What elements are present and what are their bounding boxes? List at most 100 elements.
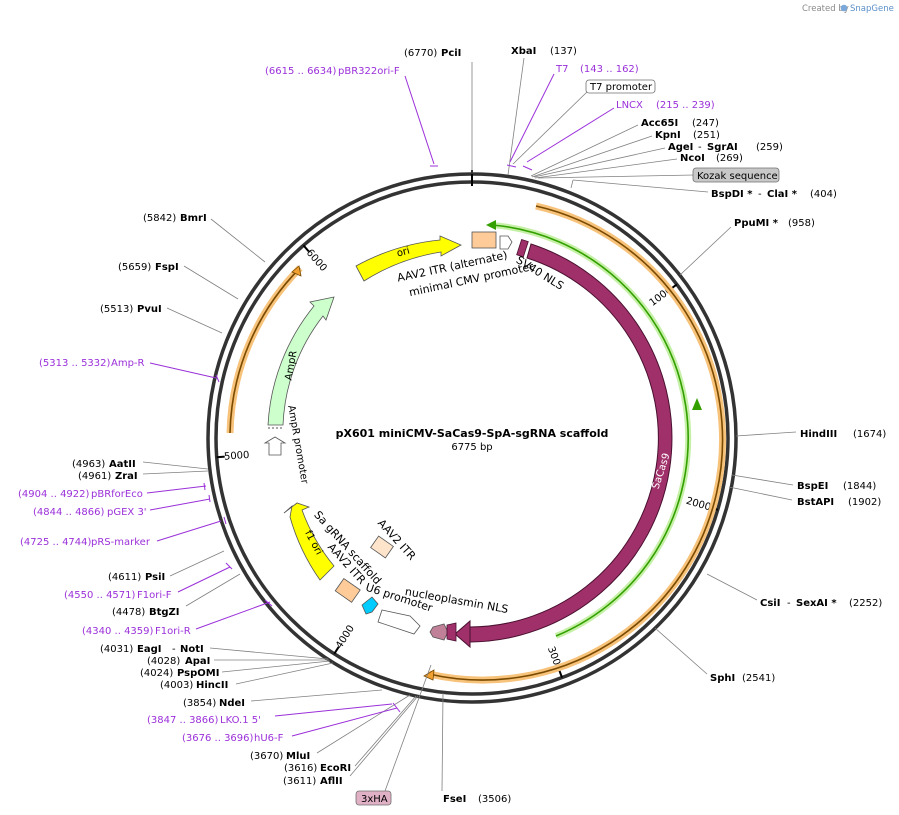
leader-line <box>156 520 222 542</box>
u6-feature <box>361 596 379 615</box>
site-bspdi-clai: BspDI * - ClaI * (404) <box>570 179 837 200</box>
leader-line <box>221 660 331 673</box>
primer-mark <box>522 165 533 171</box>
site-position: (2541) <box>742 673 775 684</box>
green-arc-start-arrow-icon <box>486 220 496 230</box>
site-apai: (4028) ApaI <box>147 656 329 667</box>
leader-line <box>235 662 334 685</box>
leader-line <box>169 550 225 577</box>
site-separator: - <box>698 142 702 153</box>
leader-line <box>654 627 708 675</box>
site-bmri: (5842) BmrI <box>143 213 266 263</box>
primer-amp-r: (5313 .. 5332) Amp-R <box>39 358 220 383</box>
box-label: Kozak sequence <box>697 171 778 182</box>
site-name: PpuMI * <box>734 218 779 229</box>
sacas9-arrow-icon <box>454 619 471 649</box>
leader-line <box>572 179 709 193</box>
tick-label-5000: 5000 <box>224 450 250 463</box>
box-frame <box>692 167 780 183</box>
site-name: KpnI <box>655 130 681 141</box>
sv40-nls-feature <box>516 238 529 258</box>
leader-line <box>509 73 555 163</box>
leader-line <box>531 135 653 178</box>
primer-mark <box>264 599 273 607</box>
site-position: (4611) <box>108 572 141 583</box>
leader-line <box>534 158 678 179</box>
primer-position: (3676 .. 3696) <box>182 733 254 744</box>
site-position: (958) <box>788 218 815 229</box>
credit-created-by: Created by <box>802 4 849 14</box>
primer-name: T7 <box>555 64 568 75</box>
plasmid-title: pX601 miniCMV-SaCas9-SpA-sgRNA scaffold <box>336 427 609 440</box>
site-sphi: SphI (2541) <box>654 627 775 684</box>
leader-line <box>185 573 241 607</box>
site-name: EcoRI <box>320 763 351 774</box>
site-position: (251) <box>693 130 720 141</box>
site-name-2: ClaI * <box>767 189 798 200</box>
leader-line <box>250 689 383 702</box>
primer-name: hU6-F <box>254 733 284 744</box>
site-position: (4028) <box>147 656 180 667</box>
leader-line <box>316 694 411 754</box>
leader-line <box>142 461 209 470</box>
site-xbai: XbaI (137) <box>507 46 577 176</box>
primer-pbrforeco: (4904 .. 4922) pBRforEco <box>18 482 207 500</box>
primer-mark <box>506 164 517 168</box>
primer-position: (5313 .. 5332) <box>39 358 111 369</box>
leader-line <box>404 75 435 165</box>
leader-line <box>384 664 432 792</box>
leader-line <box>507 57 525 176</box>
site-name: CsiI <box>760 598 780 609</box>
primer-position: (3847 .. 3866) <box>147 715 219 726</box>
feature-label-ampr: AmpR <box>284 350 300 381</box>
primer-name: pBRforEco <box>91 489 143 500</box>
tick-label-6000: 6000 <box>304 248 329 274</box>
orange-arc-left-arrow-icon <box>291 265 302 277</box>
leader-line <box>146 485 207 494</box>
primer-name: LKO.1 5' <box>220 715 261 726</box>
site-name: BspEI <box>797 481 828 492</box>
site-position: (4963) <box>72 459 105 470</box>
site-pvui: (5513) PvuI <box>100 304 223 334</box>
leader-line <box>274 703 393 717</box>
site-name-2: NotI <box>180 644 204 655</box>
site-pcii: (6770) PciI <box>404 48 473 174</box>
site-name: HindIII <box>800 429 837 440</box>
site-csii-sexai: CsiI - (2252) SexAI * (2252) <box>706 573 882 609</box>
box-label: 3xHA <box>361 794 388 805</box>
site-position: (5659) <box>118 262 151 273</box>
minimal-cmv-promoter-feature <box>499 235 513 250</box>
primer-prs-marker: (4725 .. 4744) pRS-marker <box>20 516 227 548</box>
leader-line <box>526 107 615 163</box>
primer-f1ori-f: (4550 .. 4571) F1ori-F <box>64 562 233 601</box>
leader-line <box>291 707 398 737</box>
primer-name: F1ori-R <box>155 626 191 637</box>
credit-app: SnapGene <box>850 4 894 14</box>
site-position: (3611) <box>283 776 316 787</box>
primer-hu6-f: (3676 .. 3696) hU6-F <box>182 702 401 744</box>
tick-5000: 5000 <box>216 450 250 463</box>
site-name: SphI <box>710 673 735 684</box>
site-name: AflII <box>320 776 343 787</box>
site-position: (1674) <box>853 429 886 440</box>
site-psii: (4611) PsiI <box>108 550 225 583</box>
ampr-promoter-feature <box>263 436 287 456</box>
site-position: (3616) <box>284 763 317 774</box>
site-name: FspI <box>155 262 179 273</box>
ori-feature <box>355 235 462 282</box>
primer-position: (4904 .. 4922) <box>18 489 90 500</box>
site-name: PvuI <box>137 304 162 315</box>
site-name: AatII <box>109 459 136 470</box>
site-agei-sgrai: AgeI - SgrAI (259) <box>533 142 783 178</box>
leader-line <box>210 218 266 263</box>
site-ncoi: NcoI (269) <box>534 153 743 179</box>
site-separator: - <box>172 644 176 655</box>
leader-line <box>349 695 419 777</box>
site-name: AgeI <box>668 142 693 153</box>
site-zrai: (4961) ZraI <box>78 470 209 482</box>
site-position: (4003) <box>160 680 193 691</box>
leader-line <box>512 90 589 165</box>
leader-line <box>441 692 444 792</box>
aav2-itr-alternate-feature <box>471 231 497 249</box>
site-position: (5842) <box>143 213 176 224</box>
